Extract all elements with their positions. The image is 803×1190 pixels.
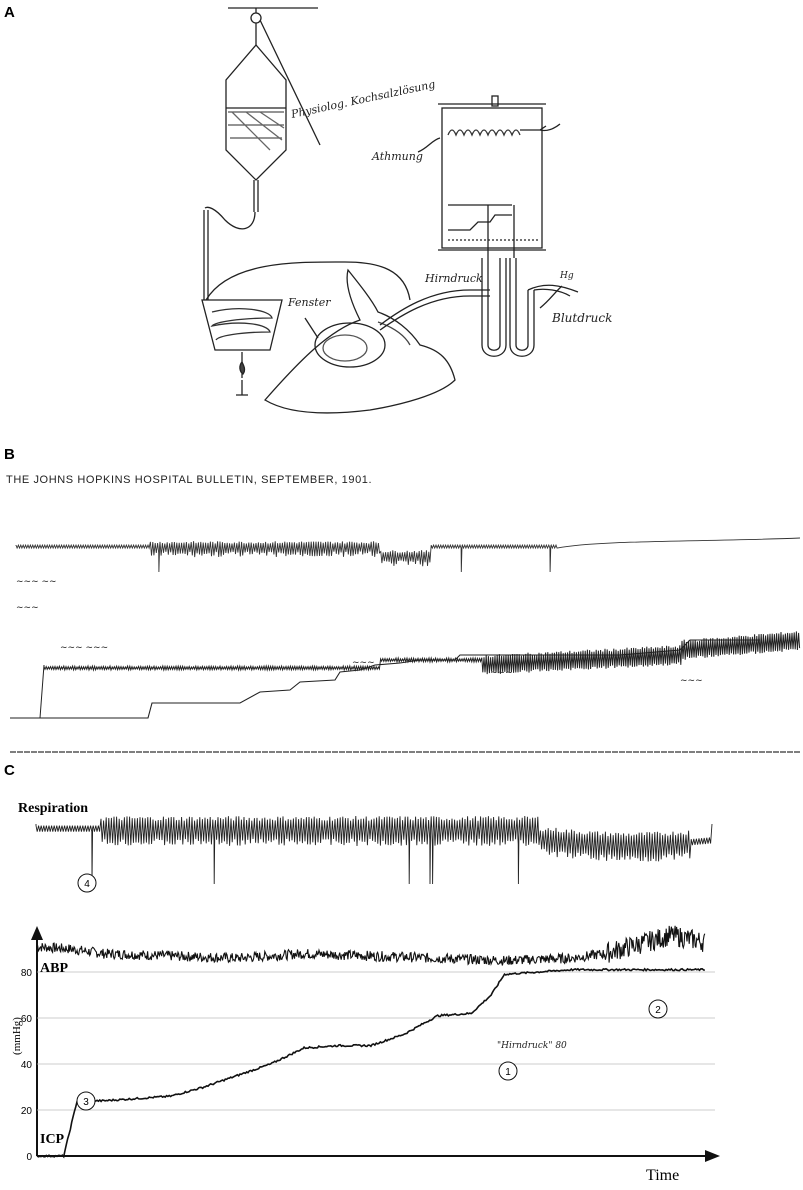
label-brain-pressure: Hirndruck bbox=[424, 272, 483, 285]
tracing-blood-pressure bbox=[10, 631, 801, 719]
svg-text:~~~ ~~: ~~~ ~~ bbox=[16, 577, 57, 587]
y-tick-labels: 0 20 40 60 80 bbox=[21, 968, 33, 1163]
abp-line bbox=[36, 925, 706, 966]
label-blood-pressure: Blutdruck bbox=[551, 311, 612, 325]
y-tick-label: 80 bbox=[21, 968, 33, 979]
panel-label-b: B bbox=[4, 446, 15, 463]
y-tick-label: 20 bbox=[21, 1106, 33, 1117]
abp-label: ABP bbox=[40, 961, 68, 976]
tracing-brain-pressure bbox=[10, 639, 760, 719]
svg-text:2: 2 bbox=[655, 1005, 661, 1016]
svg-text:~~~: ~~~ bbox=[16, 603, 39, 613]
axes bbox=[36, 936, 708, 1157]
tracing-respiration bbox=[15, 537, 801, 573]
handwritten-notes: ~~~ ~~ ~~~ ~~~ ~~~ ~~~ ~~~ ~~~ bbox=[16, 577, 703, 686]
marker-3: 3 bbox=[76, 1091, 96, 1111]
y-tick-label: 0 bbox=[26, 1152, 32, 1163]
respiration-line bbox=[35, 815, 713, 885]
icp-label: ICP bbox=[40, 1132, 65, 1147]
blood-pressure-line-b bbox=[10, 631, 801, 719]
svg-text:~~~: ~~~ bbox=[490, 668, 513, 678]
historical-tracing: ~~~ ~~ ~~~ ~~~ ~~~ ~~~ ~~~ ~~~ bbox=[10, 537, 801, 753]
respiration-label: Respiration bbox=[18, 801, 88, 816]
respiration-line-b bbox=[15, 537, 801, 573]
marker-2: 2 bbox=[648, 999, 668, 1019]
x-axis-arrow bbox=[705, 1150, 720, 1162]
marker-4: 4 bbox=[77, 873, 97, 893]
respiration-trace bbox=[35, 815, 713, 885]
label-respiration-a: Athmung bbox=[371, 150, 423, 163]
svg-text:4: 4 bbox=[84, 879, 90, 890]
svg-text:1: 1 bbox=[505, 1067, 511, 1078]
icp-line bbox=[36, 967, 706, 1159]
bulletin-header: THE JOHNS HOPKINS HOSPITAL BULLETIN, SEP… bbox=[6, 474, 373, 486]
svg-text:3: 3 bbox=[83, 1097, 89, 1108]
svg-text:~~~: ~~~ bbox=[352, 658, 375, 668]
icp-series bbox=[36, 967, 706, 1159]
svg-text:~~~ ~~~: ~~~ ~~~ bbox=[60, 643, 108, 653]
icp-handwritten-note: "Hirndruck" 80 bbox=[497, 1041, 567, 1051]
y-axis-label: (mmHg) bbox=[11, 1017, 23, 1055]
apparatus-drawing: Physiolog. Kochsalzlösung Fenster Athmun… bbox=[201, 7, 612, 414]
marker-1: 1 bbox=[498, 1061, 518, 1081]
y-tick-label: 60 bbox=[21, 1014, 33, 1025]
gridlines bbox=[37, 971, 715, 1111]
y-tick-label: 40 bbox=[21, 1060, 33, 1071]
y-axis-arrow bbox=[31, 926, 43, 940]
label-solution: Physiolog. Kochsalzlösung bbox=[289, 78, 436, 121]
label-window: Fenster bbox=[287, 296, 331, 309]
panel-label-c: C bbox=[4, 762, 15, 779]
x-axis-label: Time bbox=[646, 1167, 679, 1184]
abp-series bbox=[36, 925, 706, 966]
label-hg: Hg bbox=[559, 271, 574, 281]
panel-label-a: A bbox=[4, 4, 15, 21]
annotated-chart: Respiration 0 20 40 60 80 (mmHg) Time ABP IC… bbox=[11, 801, 720, 1184]
svg-text:~~~: ~~~ bbox=[680, 676, 703, 686]
